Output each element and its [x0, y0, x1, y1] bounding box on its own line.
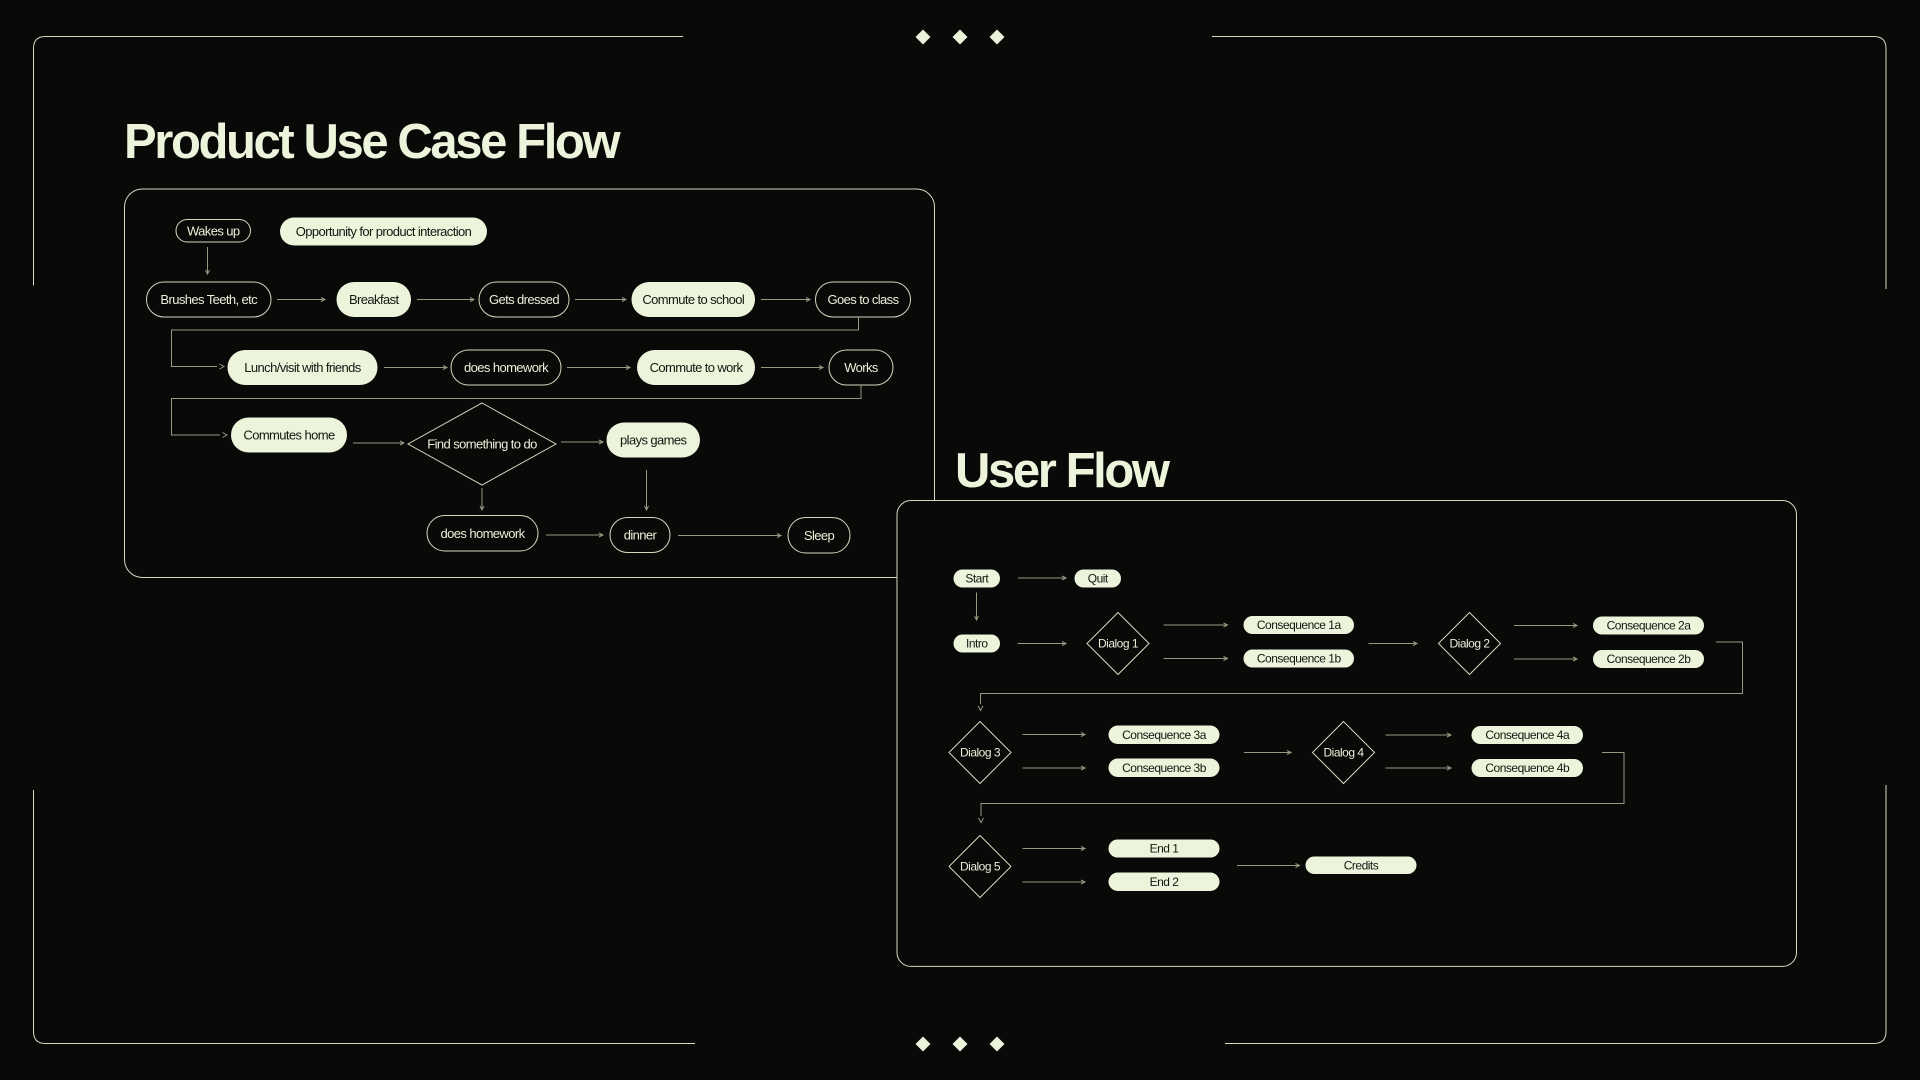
- svg-text:dinner: dinner: [624, 528, 658, 543]
- svg-text:Consequence 3b: Consequence 3b: [1122, 761, 1207, 775]
- svg-text:Consequence 1b: Consequence 1b: [1257, 652, 1342, 666]
- svg-text:Brushes Teeth, etc: Brushes Teeth, etc: [160, 292, 258, 307]
- svg-text:Opportunity for product intera: Opportunity for product interaction: [296, 224, 472, 239]
- svg-text:Breakfast: Breakfast: [349, 292, 400, 307]
- svg-text:Works: Works: [844, 360, 879, 375]
- svg-text:Start: Start: [965, 572, 989, 586]
- svg-text:Consequence 4b: Consequence 4b: [1485, 761, 1570, 775]
- svg-text:Consequence 1a: Consequence 1a: [1257, 618, 1342, 632]
- svg-text:Quit: Quit: [1088, 572, 1109, 586]
- svg-text:User Flow: User Flow: [955, 444, 1171, 498]
- svg-text:Consequence 2b: Consequence 2b: [1607, 652, 1692, 666]
- svg-text:Commute to school: Commute to school: [642, 292, 745, 307]
- svg-text:Sleep: Sleep: [804, 528, 835, 543]
- svg-text:End 1: End 1: [1150, 842, 1180, 856]
- svg-text:Consequence 2a: Consequence 2a: [1607, 619, 1692, 633]
- svg-text:Wakes up: Wakes up: [187, 223, 240, 238]
- svg-text:Consequence 4a: Consequence 4a: [1485, 728, 1570, 742]
- svg-text:Find something to do: Find something to do: [427, 437, 537, 452]
- svg-text:Dialog 3: Dialog 3: [960, 746, 1001, 760]
- svg-text:Credits: Credits: [1344, 858, 1379, 872]
- svg-text:Lunch/visit with friends: Lunch/visit with friends: [244, 360, 361, 375]
- svg-text:Intro: Intro: [966, 637, 988, 651]
- svg-text:Commute to work: Commute to work: [650, 360, 744, 375]
- svg-text:Gets dressed: Gets dressed: [489, 292, 559, 307]
- svg-text:Product Use Case Flow: Product Use Case Flow: [124, 115, 621, 169]
- svg-text:does homework: does homework: [464, 360, 549, 375]
- svg-text:Goes to class: Goes to class: [828, 292, 900, 307]
- svg-text:Commutes home: Commutes home: [243, 428, 335, 443]
- svg-text:Dialog 1: Dialog 1: [1098, 637, 1139, 651]
- svg-text:Dialog 4: Dialog 4: [1323, 746, 1364, 760]
- svg-text:Consequence 3a: Consequence 3a: [1122, 728, 1207, 742]
- svg-text:plays games: plays games: [620, 433, 687, 448]
- svg-text:Dialog 2: Dialog 2: [1449, 637, 1490, 651]
- svg-text:End 2: End 2: [1150, 875, 1180, 889]
- svg-text:does homework: does homework: [441, 526, 526, 541]
- svg-text:Dialog 5: Dialog 5: [960, 860, 1001, 874]
